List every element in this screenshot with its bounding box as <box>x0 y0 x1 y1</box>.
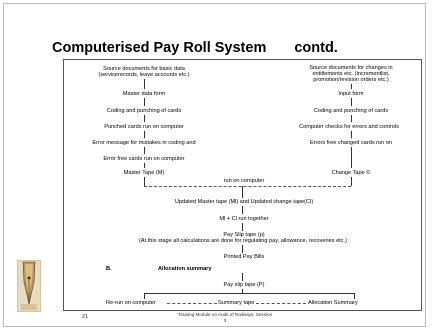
pen-nib-icon <box>17 260 41 312</box>
right-source-line-2: entitlements etc. (incrementlist, <box>312 71 390 77</box>
summary-tape: Summary tape <box>218 300 255 306</box>
dashed-connector <box>167 303 217 304</box>
footer-line-2: 3 <box>223 318 227 323</box>
left-source-line-1: Source documents for basic data <box>103 66 185 72</box>
connector <box>351 177 352 186</box>
merge-line <box>144 186 351 187</box>
connector <box>242 223 243 231</box>
coding-punching-left: Coding and punching of cards <box>106 108 182 114</box>
printed-pay-bills: Printed Pay Bills <box>223 254 265 260</box>
connector <box>351 131 352 138</box>
allocation-summary: Allocation Summary <box>308 300 358 306</box>
error-message: Error message for mistakes in coding and <box>92 140 196 146</box>
footer-line-1: Training Module on Audit of Railways; Se… <box>177 312 273 317</box>
title-suffix: contd. <box>294 40 338 56</box>
coding-punching-right: Coding and punching of cards <box>313 108 389 114</box>
input-form: Input form <box>338 91 364 97</box>
connector <box>242 186 243 198</box>
connector <box>351 98 352 106</box>
connector <box>351 115 352 122</box>
right-source-line-1: Source documents for changes in <box>309 65 393 71</box>
calculation-note: (At this stage all calculations are done… <box>139 238 347 244</box>
master-tape: Master Tape (M) <box>123 170 165 176</box>
connector <box>144 163 145 168</box>
branch-line <box>144 293 354 294</box>
slide-title: Computerised Pay Roll System contd. <box>52 40 422 56</box>
run-together: Ml + Cl run together <box>219 216 269 222</box>
connector <box>144 79 145 89</box>
pay-slip-tape: Pay Slip tape (p) <box>223 232 265 238</box>
computer-checks: Computer checks for errors and controls <box>299 124 399 130</box>
connector <box>242 289 243 293</box>
change-tape: Change Tape © <box>331 170 371 176</box>
connector <box>242 206 243 214</box>
page-number: 21 <box>82 314 89 320</box>
connector <box>144 177 145 186</box>
updated-tapes: Updated Master tape (Ml) and Updated cha… <box>174 199 314 205</box>
rerun-on-computer: Re-run on computer <box>106 300 156 306</box>
run-on-computer: run on computer <box>223 178 265 184</box>
connector <box>242 273 243 281</box>
connector <box>144 115 145 122</box>
connector <box>351 84 352 89</box>
section-b-label: B. <box>106 266 112 272</box>
error-free-cards: Error free cards run on computer <box>103 156 185 162</box>
pay-slip-tape-p: Pay slip tape (P) <box>223 282 265 288</box>
dashed-connector <box>256 303 306 304</box>
connector <box>354 293 355 299</box>
master-data-form: Master data form <box>122 91 166 97</box>
connector <box>144 293 145 299</box>
slide-frame <box>3 3 426 327</box>
connector <box>144 131 145 138</box>
errors-free-changed-cards: Errors free changed cards run on <box>309 140 393 146</box>
left-source-line-2: (servicerecords, leave accounts etc.) <box>98 72 190 78</box>
allocation-summary-heading: Allocation summary <box>158 266 212 272</box>
connector <box>144 147 145 154</box>
title-text: Computerised Pay Roll System <box>52 40 267 56</box>
flow-diagram: Source documents for basic data (service… <box>63 59 422 311</box>
punched-cards-run: Punched cards run on computer <box>104 124 184 130</box>
connector <box>242 245 243 253</box>
right-source-line-3: promotion/revision orders etc.) <box>313 77 389 83</box>
connector <box>351 147 352 168</box>
connector <box>144 98 145 106</box>
